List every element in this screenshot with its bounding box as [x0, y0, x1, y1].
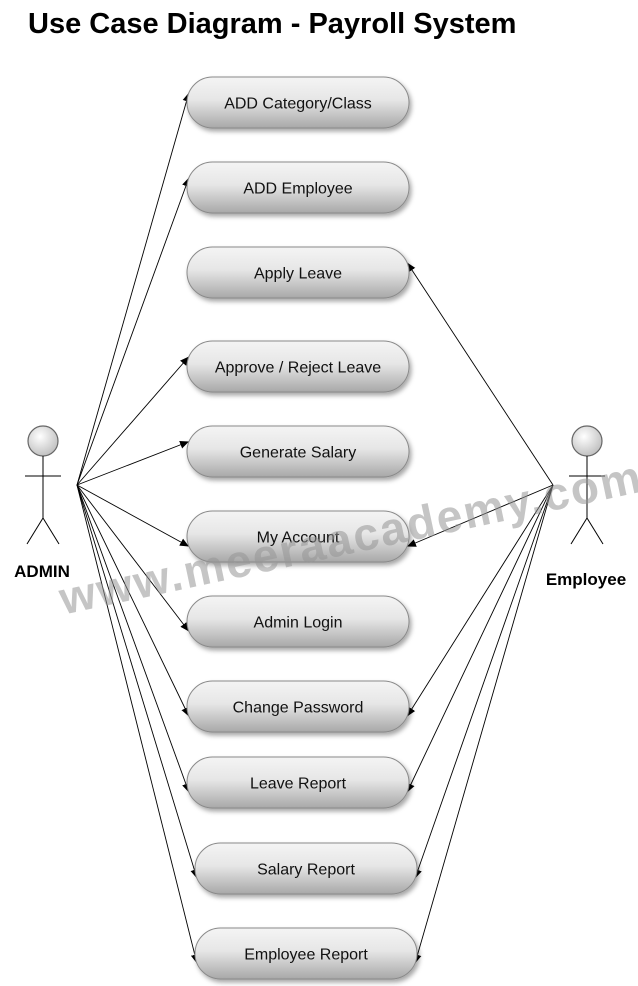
- association-admin-leave-report: [76, 484, 190, 793]
- use-case-employee-report: Employee Report: [194, 927, 418, 980]
- employee-leg-right: [586, 517, 604, 545]
- use-case-label: Employee Report: [244, 947, 368, 964]
- use-case-shape: [186, 510, 410, 563]
- use-case-label: Admin Login: [254, 615, 343, 632]
- admin-actor: ADMIN: [14, 425, 70, 581]
- use-case-label: Leave Report: [250, 776, 347, 793]
- use-case-salary-report: Salary Report: [194, 842, 418, 895]
- association-admin-add-employee: [76, 177, 190, 486]
- use-case-admin-login: Admin Login: [186, 595, 410, 648]
- employee-leg-left: [570, 517, 588, 545]
- admin-label: ADMIN: [14, 562, 70, 581]
- association-admin-employee-report: [76, 484, 199, 964]
- association-employee-my-account: [406, 484, 554, 547]
- use-case-shape: [186, 680, 410, 733]
- admin-leg-right: [42, 517, 60, 545]
- use-case-add-category: ADD Category/Class: [186, 76, 410, 129]
- association-admin-add-category: [76, 92, 191, 486]
- association-employee-employee-report: [413, 484, 554, 964]
- use-case-my-account: My Account: [186, 510, 410, 563]
- use-case-label: Approve / Reject Leave: [215, 360, 381, 377]
- employee-actor: Employee: [546, 425, 626, 589]
- use-case-label: My Account: [257, 530, 340, 547]
- use-case-shape: [186, 425, 410, 478]
- association-admin-salary-report: [76, 484, 199, 879]
- diagram-title: Use Case Diagram - Payroll System: [28, 8, 517, 40]
- use-case-approve-reject-leave: Approve / Reject Leave: [186, 340, 410, 393]
- use-case-shape: [186, 161, 410, 214]
- use-case-add-employee: ADD Employee: [186, 161, 410, 214]
- association-admin-admin-login: [76, 484, 190, 632]
- association-admin-change-password: [76, 484, 190, 717]
- use-case-label: Change Password: [233, 700, 364, 717]
- admin-leg-left: [26, 517, 44, 545]
- association-employee-salary-report: [414, 484, 554, 879]
- use-case-change-password: Change Password: [186, 680, 410, 733]
- admin-head-icon: [27, 425, 59, 457]
- association-admin-approve-reject-leave: [76, 356, 190, 486]
- use-case-label: Generate Salary: [240, 445, 357, 462]
- employee-head-icon: [571, 425, 603, 457]
- association-employee-leave-report: [406, 484, 554, 793]
- use-case-shape: [186, 595, 410, 648]
- association-employee-change-password: [406, 484, 554, 717]
- association-admin-my-account: [76, 484, 190, 547]
- use-case-shape: [194, 842, 418, 895]
- use-case-label: Salary Report: [257, 862, 355, 879]
- use-case-shape: [194, 927, 418, 980]
- use-case-label: Apply Leave: [254, 266, 342, 283]
- use-case-shape: [186, 76, 410, 129]
- use-case-leave-report: Leave Report: [186, 756, 410, 809]
- association-employee-apply-leave: [406, 262, 554, 486]
- use-case-shape: [186, 246, 410, 299]
- use-case-label: ADD Category/Class: [224, 96, 372, 113]
- use-case-shape: [186, 340, 410, 393]
- use-case-apply-leave: Apply Leave: [186, 246, 410, 299]
- association-admin-generate-salary: [76, 441, 190, 486]
- association-lines: [76, 92, 554, 964]
- use-case-shape: [186, 756, 410, 809]
- employee-label: Employee: [546, 570, 626, 589]
- use-case-generate-salary: Generate Salary: [186, 425, 410, 478]
- use-case-label: ADD Employee: [243, 181, 352, 198]
